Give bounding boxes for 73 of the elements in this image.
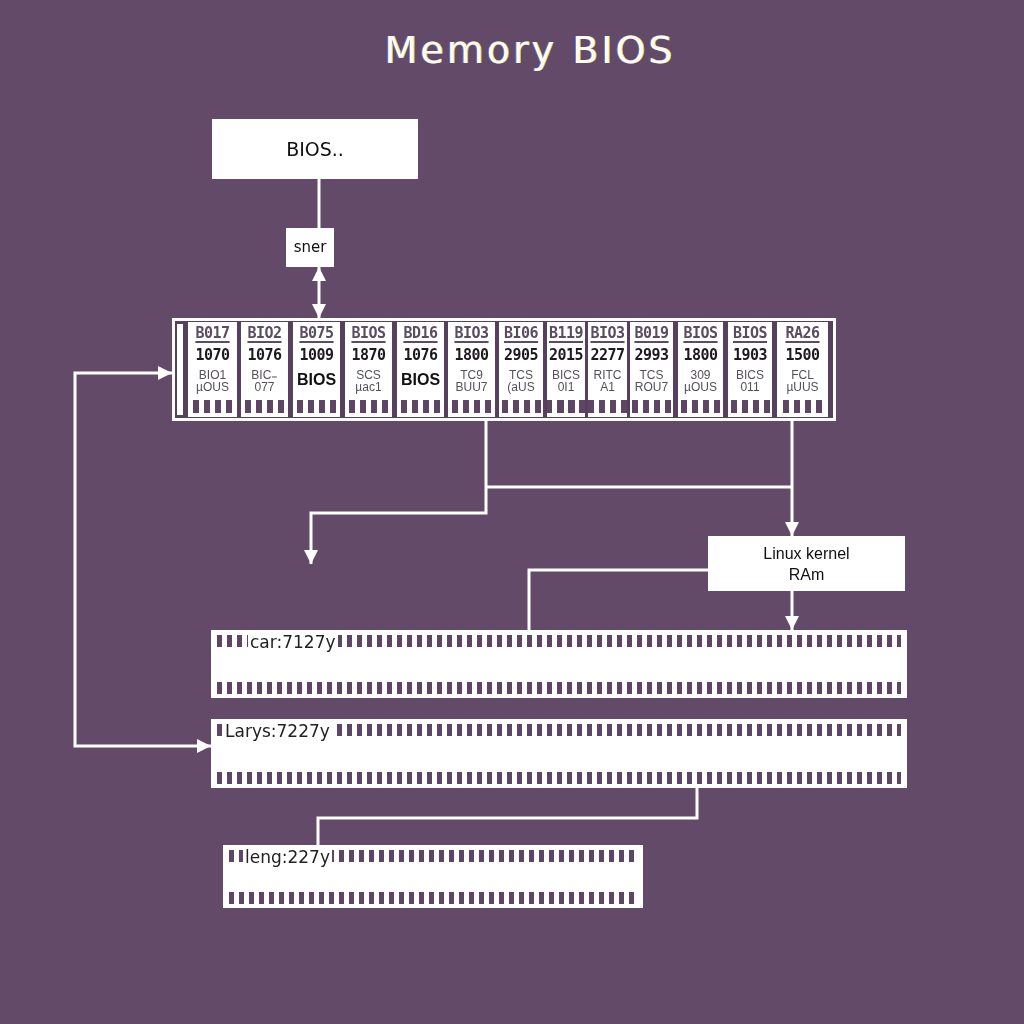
chip-number: 1076 xyxy=(403,347,438,364)
chip-number: 1800 xyxy=(683,347,718,364)
memory-chip xyxy=(630,322,673,417)
memory-chip xyxy=(448,322,495,417)
chip-caption: BIOS xyxy=(296,370,337,389)
chip-number: 1500 xyxy=(785,347,820,364)
memory-chip xyxy=(345,322,392,417)
connector-line xyxy=(317,179,321,228)
chip-number: 1800 xyxy=(454,347,489,364)
memory-chip xyxy=(777,322,828,417)
label-box xyxy=(286,228,334,267)
memory-bar xyxy=(223,845,643,908)
chip-label: B019 xyxy=(634,325,669,342)
chip-label: B017 xyxy=(195,325,230,342)
memory-chip xyxy=(678,322,723,417)
arrow xyxy=(785,591,799,630)
chip-caption: BIO1 µOUS xyxy=(195,369,230,393)
chip-label: BIO2 xyxy=(247,325,282,342)
box-label: sner xyxy=(293,238,327,257)
chip-label: BI06 xyxy=(503,325,539,342)
connector-line xyxy=(316,788,699,845)
arrow xyxy=(312,267,326,318)
chip-label: BIOS xyxy=(683,325,718,342)
chip-caption: TCS ROU7 xyxy=(633,369,670,393)
chip-label: BIOS xyxy=(351,325,386,342)
memory-chip xyxy=(728,322,772,417)
connector-line xyxy=(527,568,708,630)
bar-label: leng:227y xyxy=(243,847,332,868)
chip-label: BD16 xyxy=(403,325,438,342)
memory-chip xyxy=(588,322,627,417)
chip-caption: RITC A1 xyxy=(592,369,623,393)
chip-caption: BIOS xyxy=(400,370,441,389)
diagram-title: Memory BIOS xyxy=(384,28,676,72)
chip-label: BIO3 xyxy=(454,325,489,342)
chip-number: 2015 xyxy=(548,347,584,364)
box-label: BIOS.. xyxy=(286,137,344,161)
process-box xyxy=(708,536,905,591)
chip-number: 1009 xyxy=(299,347,334,364)
chip-number: 1870 xyxy=(351,347,386,364)
chip-number: 2277 xyxy=(590,347,625,364)
memory-chip xyxy=(188,322,237,417)
memory-bar xyxy=(211,719,907,788)
chip-caption: SCS µac1 xyxy=(354,369,383,393)
chip-caption: 309 µOUS xyxy=(683,369,718,393)
chip-label: BIO3 xyxy=(590,325,625,342)
box-label: Linux kernel RAm xyxy=(762,543,851,585)
memory-chip xyxy=(241,322,288,417)
memory-bar xyxy=(211,630,907,698)
chip-number: 2905 xyxy=(503,347,539,364)
bar-label: Larys:7227y xyxy=(223,721,332,742)
chip-caption: BICS 011 xyxy=(735,369,765,393)
memory-chip xyxy=(293,322,340,417)
arrow xyxy=(73,366,211,753)
chip-caption: BIC₌ 077 xyxy=(250,369,279,393)
memory-chip xyxy=(547,322,585,417)
bar-label: car:7127y xyxy=(248,632,338,653)
chip-caption: TC9 BUU7 xyxy=(454,369,489,393)
chip-label: RA26 xyxy=(785,325,820,342)
memory-module xyxy=(172,318,836,421)
chip-label: B075 xyxy=(299,325,334,342)
process-box xyxy=(212,119,418,179)
chip-label: BIOS xyxy=(732,325,768,342)
chip-caption: TCS (aUS xyxy=(506,369,536,393)
arrow xyxy=(304,421,488,564)
memory-chip xyxy=(397,322,444,417)
chip-caption: FCL µUUS xyxy=(785,369,820,393)
memory-chip xyxy=(499,322,543,417)
chip-number: 2993 xyxy=(634,347,669,364)
chip-label: B119 xyxy=(548,325,584,342)
chip-number: 1903 xyxy=(732,347,768,364)
chip-caption: BICS 0I1 xyxy=(551,369,581,393)
chip-number: 1070 xyxy=(195,347,230,364)
chip-number: 1076 xyxy=(247,347,282,364)
